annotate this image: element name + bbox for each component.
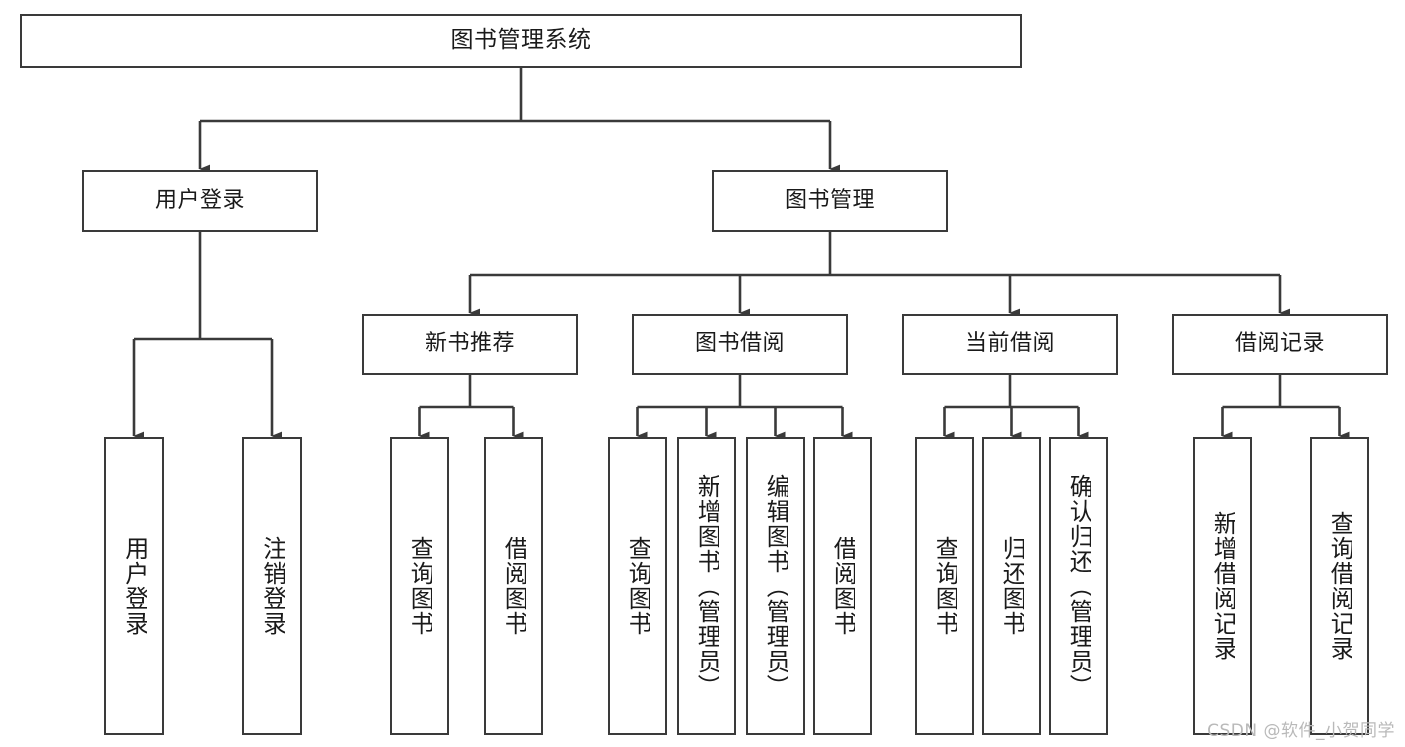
node-leaf_2[interactable]: 查询图书 <box>390 437 449 735</box>
node-label: 查询图书 <box>406 536 433 636</box>
node-leaf_3[interactable]: 借阅图书 <box>484 437 543 735</box>
node-leaf_7[interactable]: 借阅图书 <box>813 437 872 735</box>
node-leaf_4[interactable]: 查询图书 <box>608 437 667 735</box>
node-leaf_1[interactable]: 注销登录 <box>242 437 302 735</box>
node-label: 注销登录 <box>259 536 285 636</box>
node-l2_2[interactable]: 当前借阅 <box>902 314 1118 375</box>
node-leaf_5[interactable]: 新增图书（管理员） <box>677 437 736 735</box>
node-l1_0[interactable]: 用户登录 <box>82 170 318 232</box>
node-label: 图书借阅 <box>694 331 785 357</box>
node-leaf_0[interactable]: 用户登录 <box>104 437 164 735</box>
node-root[interactable]: 图书管理系统 <box>20 14 1022 68</box>
node-leaf_8[interactable]: 查询图书 <box>915 437 974 735</box>
node-label: 确认归还（管理员） <box>1065 473 1092 699</box>
node-label: 查询借阅记录 <box>1326 511 1353 661</box>
node-label: 查询图书 <box>931 536 958 636</box>
node-leaf_11[interactable]: 新增借阅记录 <box>1193 437 1252 735</box>
node-label: 查询图书 <box>624 536 651 636</box>
node-l2_3[interactable]: 借阅记录 <box>1172 314 1388 375</box>
node-label: 编辑图书（管理员） <box>762 473 789 699</box>
node-l2_0[interactable]: 新书推荐 <box>362 314 578 375</box>
node-label: 用户登录 <box>121 536 147 636</box>
node-leaf_12[interactable]: 查询借阅记录 <box>1310 437 1369 735</box>
node-leaf_6[interactable]: 编辑图书（管理员） <box>746 437 805 735</box>
csdn-watermark: CSDN @软件_小贺同学 <box>1207 721 1395 741</box>
node-label: 新书推荐 <box>424 331 515 357</box>
node-label: 新增借阅记录 <box>1209 511 1236 661</box>
node-leaf_9[interactable]: 归还图书 <box>982 437 1041 735</box>
node-leaf_10[interactable]: 确认归还（管理员） <box>1049 437 1108 735</box>
node-l2_1[interactable]: 图书借阅 <box>632 314 848 375</box>
node-label: 归还图书 <box>998 536 1025 636</box>
node-label: 图书管理 <box>784 187 875 213</box>
node-label: 新增图书（管理员） <box>693 473 720 699</box>
node-label: 用户登录 <box>154 187 245 213</box>
node-label: 借阅记录 <box>1234 331 1325 357</box>
node-label: 借阅图书 <box>829 536 856 636</box>
node-l1_1[interactable]: 图书管理 <box>712 170 948 232</box>
node-label: 借阅图书 <box>500 536 527 636</box>
node-label: 图书管理系统 <box>450 27 592 54</box>
node-label: 当前借阅 <box>964 331 1055 357</box>
